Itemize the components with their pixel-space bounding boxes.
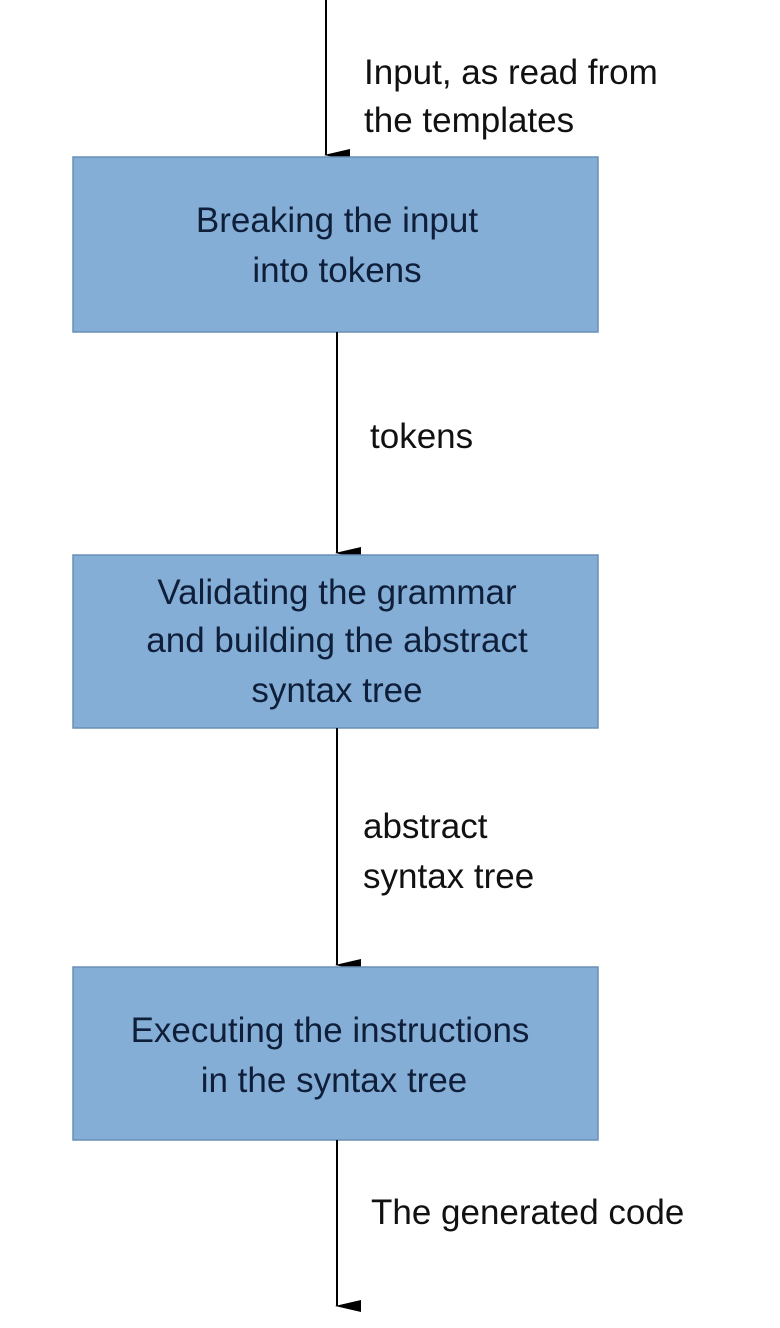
step-tokenize-box: Breaking the input into tokens [72, 156, 599, 333]
step-1-line-2: into tokens [252, 251, 421, 290]
step-3-line-1: Executing the instructions [131, 1011, 530, 1050]
input-label-line-1: Input, as read from [364, 53, 658, 92]
step-execute-box: Executing the instructions in the syntax… [72, 966, 599, 1141]
output-label: The generated code [371, 1193, 684, 1232]
ast-label-line-2: syntax tree [363, 857, 534, 896]
step-1-line-1: Breaking the input [196, 201, 478, 240]
step-parse-box: Validating the grammar and building the … [72, 554, 599, 729]
step-2-line-1: Validating the grammar [157, 573, 517, 612]
step-2-line-2: and building the abstract [146, 621, 528, 660]
tokens-label: tokens [370, 417, 473, 456]
step-3-line-2: in the syntax tree [201, 1061, 468, 1100]
ast-label-line-1: abstract [363, 807, 488, 846]
step-2-line-3: syntax tree [251, 671, 422, 710]
input-label-line-2: the templates [364, 101, 574, 140]
